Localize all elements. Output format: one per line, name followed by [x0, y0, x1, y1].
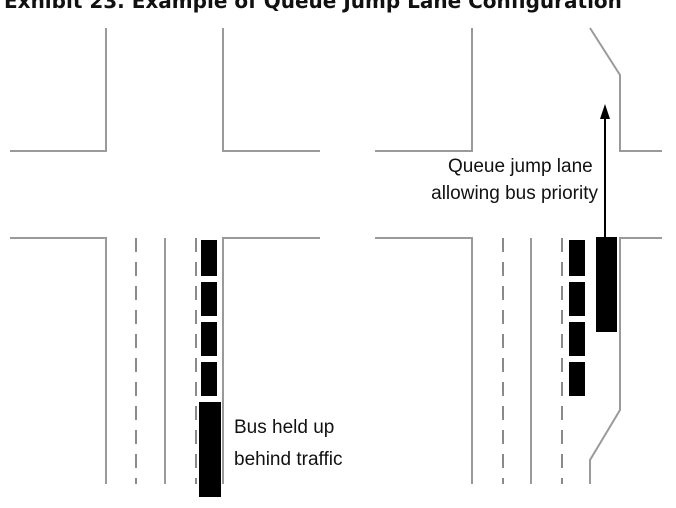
right-traffic-queue — [569, 237, 617, 396]
left-road-edge-upper-right — [222, 28, 320, 152]
exhibit-title: Exhibit 23. Example of Queue Jump Lane C… — [4, 0, 622, 13]
bus-priority-arrow — [600, 104, 610, 237]
left-traffic-queue — [199, 240, 221, 497]
bus-priority-arrow-head — [600, 104, 610, 119]
right-road-edge-lower-left — [375, 237, 473, 484]
right-queued-car-3 — [569, 322, 585, 356]
left-road-edge-lower-right — [222, 237, 320, 484]
left-queued-car-3 — [201, 322, 217, 356]
right-queued-car-4 — [569, 362, 585, 396]
left-intersection — [10, 28, 320, 484]
left-queued-car-2 — [201, 282, 217, 316]
right-caption: Queue jump lane allowing bus priority — [431, 156, 598, 204]
right-queued-car-2 — [569, 282, 585, 316]
left-road-edge-upper-left — [10, 28, 107, 152]
left-caption-line-2: behind traffic — [234, 449, 342, 470]
right-caption-line-2: allowing bus priority — [431, 183, 598, 204]
right-bus — [596, 237, 617, 332]
right-caption-line-1: Queue jump lane — [448, 156, 593, 177]
right-road-edge-upper-left — [375, 28, 473, 152]
right-intersection — [375, 27, 662, 484]
left-queued-car-4 — [201, 362, 217, 396]
left-queued-car-1 — [201, 240, 217, 276]
left-caption: Bus held up behind traffic — [234, 417, 342, 470]
left-bus — [199, 402, 221, 497]
left-caption-line-1: Bus held up — [234, 417, 334, 438]
right-queued-car-1 — [569, 240, 585, 276]
right-road-edge-lower-right — [589, 237, 662, 484]
right-road-edge-upper-right — [589, 27, 662, 152]
left-road-edge-lower-left — [10, 237, 107, 484]
